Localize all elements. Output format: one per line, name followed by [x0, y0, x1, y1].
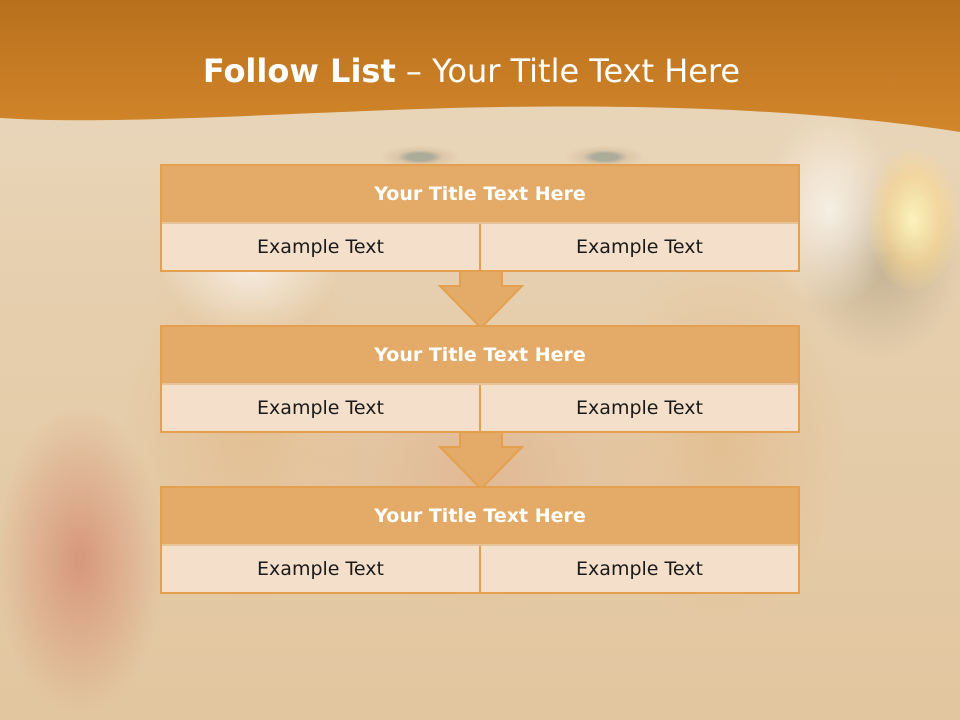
- list-block-3: Your Title Text Here Example Text Exampl…: [160, 486, 800, 594]
- page-title-bold: Follow List: [202, 52, 396, 90]
- block-cell-left: Example Text: [257, 558, 384, 580]
- page-title: Follow List – Your Title Text Here: [0, 52, 943, 90]
- block-title: Your Title Text Here: [162, 488, 798, 546]
- down-arrow-icon: [438, 431, 524, 491]
- page-title-rest: – Your Title Text Here: [395, 52, 741, 90]
- block-row: Example Text Example Text: [162, 224, 798, 270]
- block-title: Your Title Text Here: [162, 166, 798, 224]
- block-row: Example Text Example Text: [162, 546, 798, 592]
- block-cell-right: Example Text: [479, 546, 798, 592]
- bokeh-light: [868, 150, 958, 290]
- list-block-2: Your Title Text Here Example Text Exampl…: [160, 325, 800, 433]
- block-cell-left: Example Text: [257, 397, 384, 419]
- block-cell-left: Example Text: [257, 236, 384, 258]
- down-arrow-icon: [438, 270, 524, 330]
- block-cell-right: Example Text: [479, 224, 798, 270]
- block-row: Example Text Example Text: [162, 385, 798, 431]
- block-title: Your Title Text Here: [162, 327, 798, 385]
- block-cell-right: Example Text: [479, 385, 798, 431]
- list-block-1: Your Title Text Here Example Text Exampl…: [160, 164, 800, 272]
- header-band: [0, 0, 960, 132]
